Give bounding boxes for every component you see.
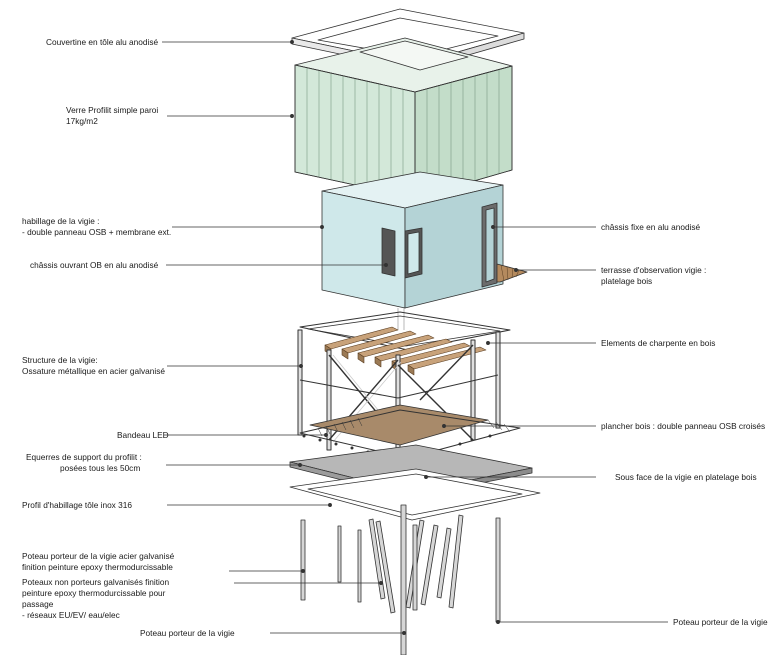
post-left [300,519,306,601]
label-verre-line2: 17kg/m2 [66,116,98,126]
label-equerres-line2: posées tous les 50cm [60,463,141,473]
label-sous-face: Sous face de la vigie en platelage bois [615,472,757,482]
post-right [495,517,501,623]
label-poteaux-non-line1: Poteaux non porteurs galvanisés finition [22,577,170,587]
window-left [381,227,396,277]
label-terrasse-line2: platelage bois [601,276,653,286]
inox-profile-frame [289,468,541,521]
label-poteau-porteur-line1: Poteau porteur de la vigie acier galvani… [22,551,175,561]
label-terrasse-line1: terrasse d'observation vigie : [601,265,707,275]
label-habillage-line2: - double panneau OSB + membrane ext. [22,227,172,237]
glass-box [294,37,513,199]
label-chassis-ouvrant: châssis ouvrant OB en alu anodisé [30,260,159,270]
label-elements-charpente: Elements de charpente en bois [601,338,716,348]
label-structure-line2: Ossature métallique en acier galvanisé [22,366,165,376]
cabin-box [321,171,528,309]
label-plancher: plancher bois : double panneau OSB crois… [601,421,766,431]
label-poteaux-non-line2: peinture epoxy thermodurcissable pour [22,588,166,598]
label-structure-line1: Structure de la vigie: [22,355,98,365]
post-center [400,504,407,655]
label-poteaux-non-line4: - réseaux EU/EV/ eau/elec [22,610,120,620]
leader-lines [162,40,668,635]
posts [300,504,501,655]
label-equerres-line1: Equerres de support du profilit : [26,452,142,462]
label-couvertine: Couvertine en tôle alu anodisé [46,37,159,47]
steel-structure [297,311,521,464]
label-poteaux-non-line3: passage [22,599,54,609]
label-poteau-porteur-line2: finition peinture epoxy thermodurcissabl… [22,562,173,572]
label-bandeau-led: Bandeau LED [117,430,169,440]
label-chassis-fixe: châssis fixe en alu anodisé [601,222,701,232]
label-profil-inox: Profil d'habillage tôle inox 316 [22,500,132,510]
label-poteau-bottom: Poteau porteur de la vigie [140,628,235,638]
label-verre-line1: Verre Profilit simple paroi [66,105,159,115]
label-poteau-right: Poteau porteur de la vigie [673,617,768,627]
label-habillage-line1: habillage de la vigie : [22,216,100,226]
